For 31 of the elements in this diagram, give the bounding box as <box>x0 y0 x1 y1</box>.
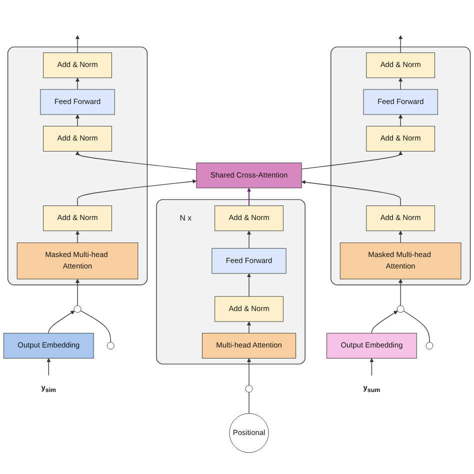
arrow <box>246 321 252 334</box>
arrow <box>48 310 75 334</box>
node-circle <box>245 385 253 392</box>
arrow <box>398 114 403 127</box>
arrow <box>370 358 374 376</box>
arrow <box>75 230 80 244</box>
arrow <box>46 358 51 376</box>
arrow <box>398 278 403 306</box>
arrow <box>246 230 252 249</box>
arrow <box>246 273 252 297</box>
cluster <box>7 46 148 286</box>
arrow <box>75 35 80 54</box>
cluster <box>156 199 306 364</box>
arrow <box>246 188 252 206</box>
arrow <box>75 278 80 306</box>
arrow <box>77 179 197 206</box>
cluster <box>330 46 471 286</box>
arrow <box>371 310 398 334</box>
arrow <box>301 180 401 206</box>
arrow <box>75 114 80 127</box>
node-circle <box>396 305 404 313</box>
node-circle <box>106 342 114 350</box>
arrow <box>398 35 403 54</box>
arrow <box>246 358 252 386</box>
node-circle <box>426 342 434 350</box>
arrow <box>75 78 80 90</box>
arrow <box>301 151 403 170</box>
arrow <box>398 230 403 244</box>
arrow <box>398 78 403 90</box>
node-circle <box>74 305 82 313</box>
arrow <box>75 151 197 170</box>
